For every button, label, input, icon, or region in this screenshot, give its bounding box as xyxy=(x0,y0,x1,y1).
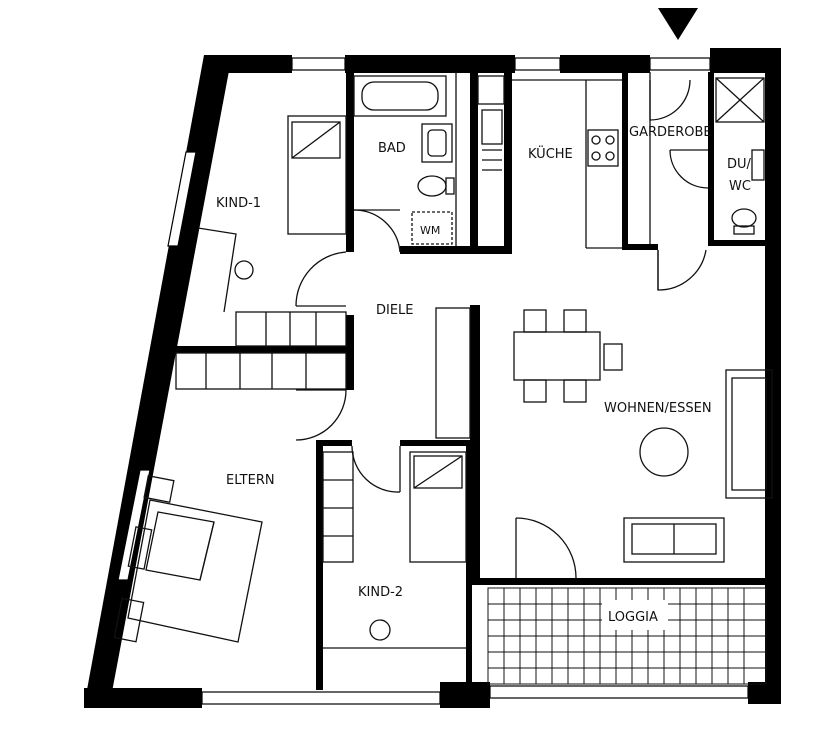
detail-lines xyxy=(113,72,773,649)
label-loggia: LOGGIA xyxy=(608,610,658,625)
interior-walls xyxy=(176,72,768,690)
label-wohnen-essen: WOHNEN/ESSEN xyxy=(604,401,712,416)
exterior-walls xyxy=(84,48,781,708)
label-bad: BAD xyxy=(378,141,406,156)
label-kueche: KÜCHE xyxy=(528,145,573,162)
label-du: DU/ xyxy=(727,157,752,172)
label-eltern: ELTERN xyxy=(226,473,275,488)
loggia-tiles xyxy=(487,587,767,685)
label-wm: WM xyxy=(420,224,440,237)
windows xyxy=(117,57,749,705)
label-diele: DIELE xyxy=(376,303,414,318)
entrance-arrow-icon xyxy=(658,8,698,40)
label-kind-2: KIND-2 xyxy=(358,585,403,600)
label-kind-1: KIND-1 xyxy=(216,196,261,211)
label-wc: WC xyxy=(729,179,751,194)
label-garderobe: GARDEROBE xyxy=(629,125,712,140)
